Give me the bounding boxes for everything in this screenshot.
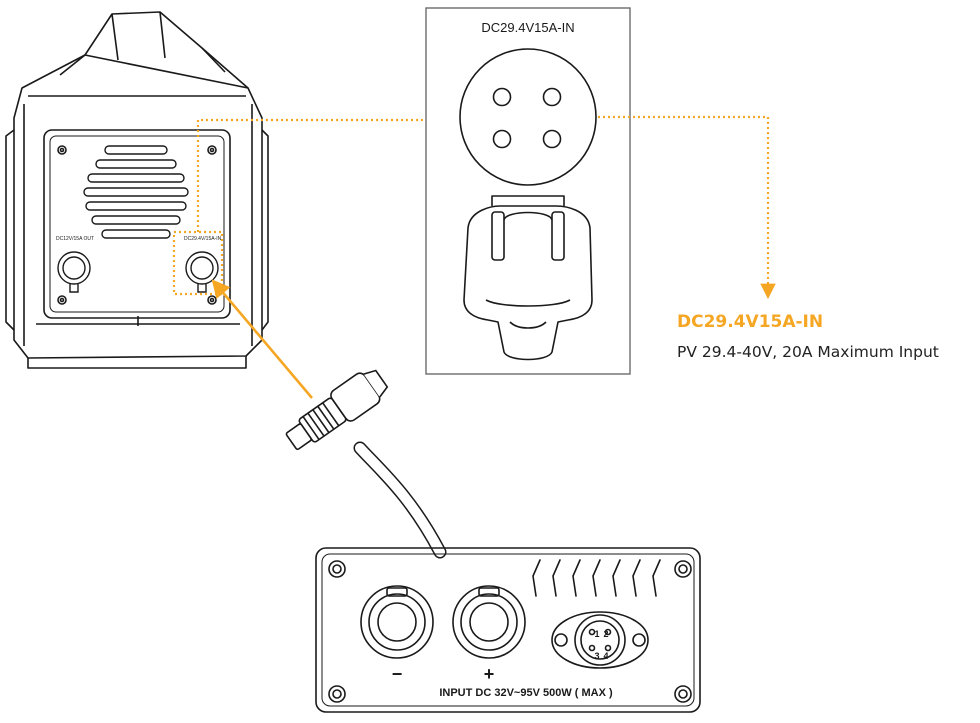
station-left-port-label: DC12V/15A OUT (56, 236, 94, 242)
pin-label-4: 4 (603, 651, 608, 661)
callout-description: PV 29.4-40V, 20A Maximum Input (677, 343, 939, 361)
pin-label-2: 2 (603, 629, 608, 639)
connector-detail-panel (425, 7, 631, 375)
callout-pointer-line (598, 115, 776, 300)
station-port-out (57, 251, 91, 293)
connector-pointer-line (196, 112, 444, 232)
station-rear-panel (43, 129, 231, 319)
cable-fill (355, 443, 445, 557)
power-station (5, 11, 269, 369)
pin-label-1: 1 (594, 629, 599, 639)
cable-plug (285, 369, 389, 451)
minus-symbol: − (392, 664, 403, 684)
speaker-grill (83, 145, 189, 239)
station-port-in (185, 251, 219, 293)
callout-title: DC29.4V15A-IN (677, 312, 824, 332)
connector-panel-label: DC29.4V15A-IN (481, 20, 574, 35)
minus-terminal (360, 585, 434, 659)
socket-cap (463, 195, 593, 361)
adapter-four-pin-socket (551, 611, 649, 669)
pin-label-3: 3 (594, 651, 599, 661)
plug-insert-arrow (211, 279, 313, 399)
adapter-vents (532, 559, 661, 597)
adapter-input-label: INPUT DC 32V~95V 500W ( MAX ) (439, 687, 613, 699)
adapter-box (315, 547, 701, 713)
four-pin-socket (459, 48, 597, 186)
plus-terminal (452, 585, 526, 659)
plus-symbol: + (484, 664, 495, 684)
station-right-port-label: DC29.4V/15A-IN (184, 236, 222, 242)
